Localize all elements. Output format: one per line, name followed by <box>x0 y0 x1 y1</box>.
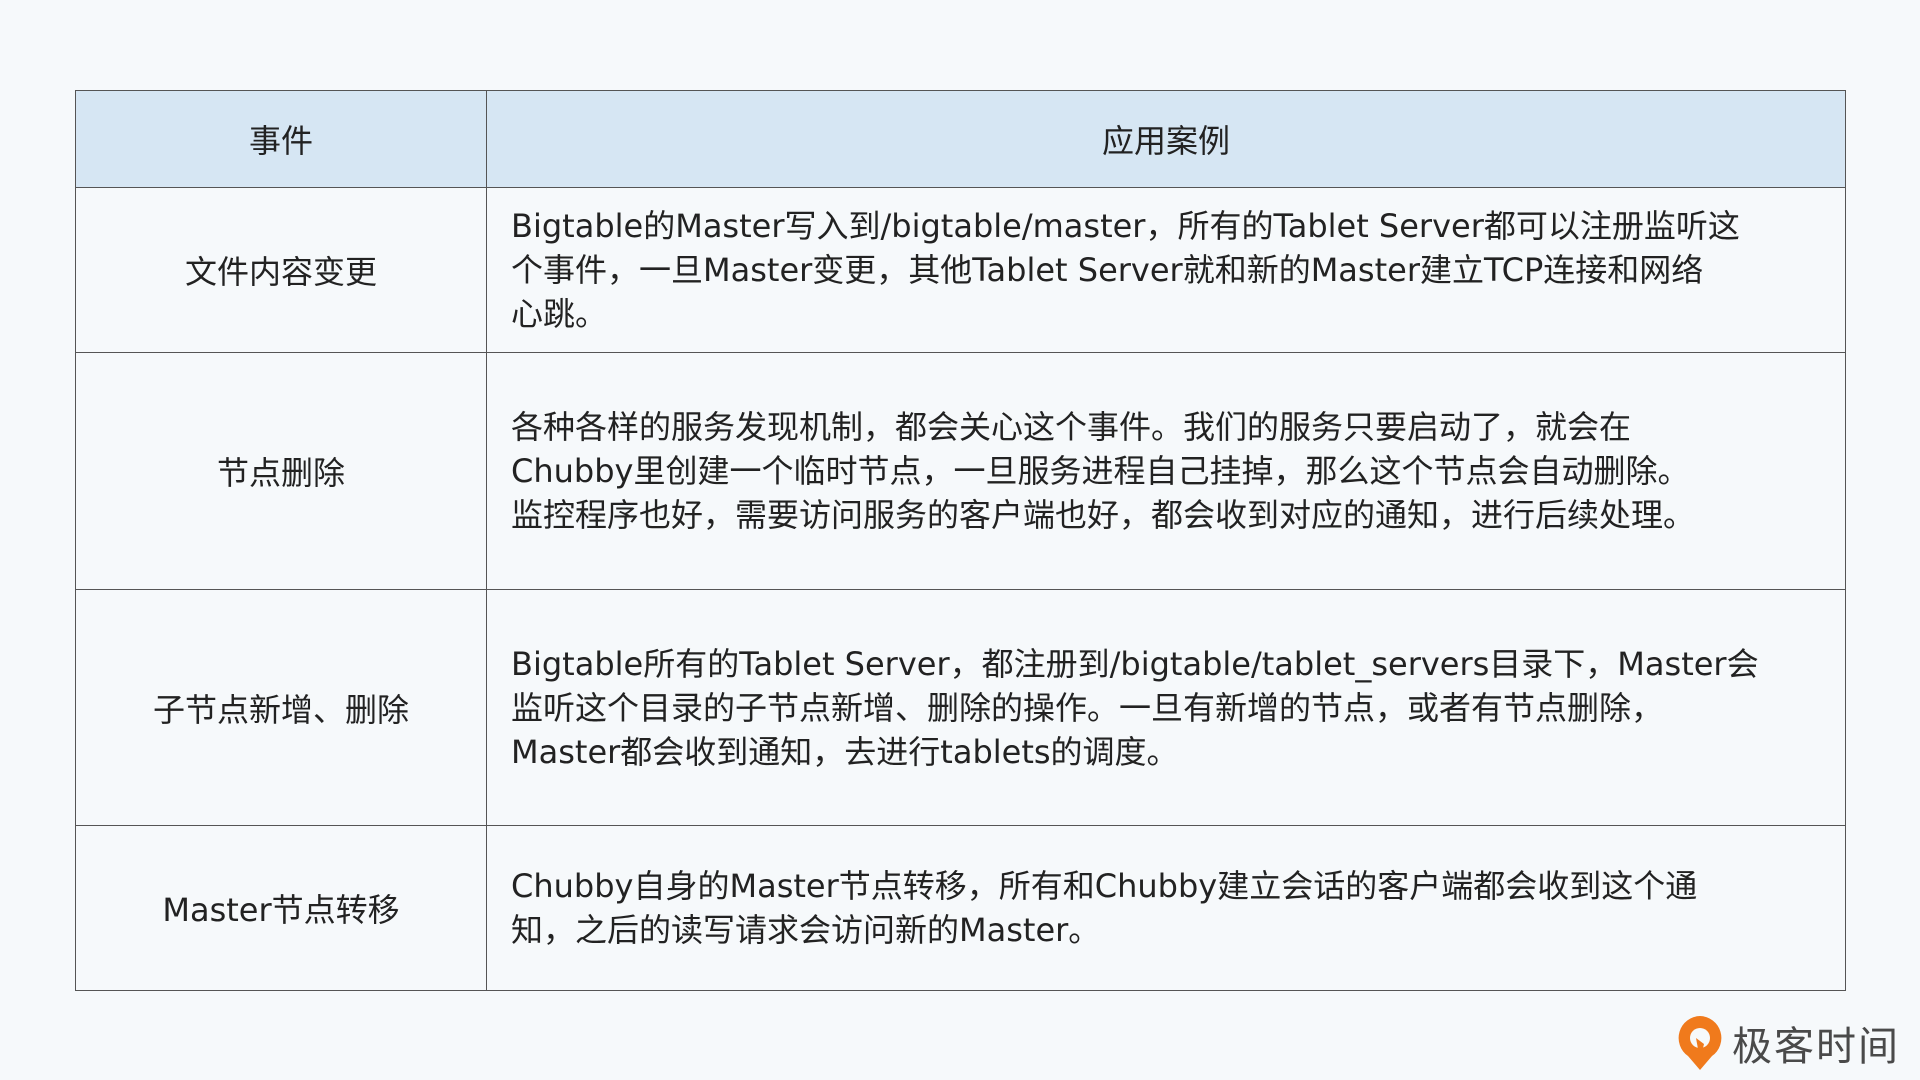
use-case-cell: Chubby自身的Master节点转移，所有和Chubby建立会话的客户端都会收… <box>486 825 1846 991</box>
geektime-logo: 极客时间 <box>1676 1014 1900 1072</box>
text-line: 监控程序也好，需要访问服务的客户端也好，都会收到对应的通知，进行后续处理。 <box>511 496 1696 534</box>
logo-text: 极客时间 <box>1732 1024 1900 1070</box>
text-line: Bigtable的Master写入到/bigtable/master，所有的Ta… <box>511 207 1740 245</box>
use-case-cell: Bigtable所有的Tablet Server，都注册到/bigtable/t… <box>486 589 1846 826</box>
text-line: 监听这个目录的子节点新增、删除的操作。一旦有新增的节点，或者有节点删除， <box>511 688 1664 727</box>
text-line: 各种各样的服务发现机制，都会关心这个事件。我们的服务只要启动了，就会在 <box>511 408 1632 446</box>
event-cell: Master节点转移 <box>75 825 487 991</box>
text-line: Chubby自身的Master节点转移，所有和Chubby建立会话的客户端都会收… <box>511 867 1698 905</box>
text-line: Bigtable所有的Tablet Server，都注册到/bigtable/t… <box>511 644 1759 683</box>
event-cell: 子节点新增、删除 <box>75 589 487 826</box>
use-case-cell: 各种各样的服务发现机制，都会关心这个事件。我们的服务只要启动了，就会在 Chub… <box>486 352 1846 590</box>
table-header-row: 事件 应用案例 <box>75 90 1846 188</box>
table-row: 子节点新增、删除 Bigtable所有的Tablet Server，都注册到/b… <box>75 589 1846 826</box>
header-event: 事件 <box>75 90 487 188</box>
table-row: 文件内容变更 Bigtable的Master写入到/bigtable/maste… <box>75 187 1846 353</box>
events-table: 事件 应用案例 文件内容变更 Bigtable的Master写入到/bigtab… <box>75 90 1846 991</box>
text-line: 个事件，一旦Master变更，其他Tablet Server就和新的Master… <box>511 251 1704 289</box>
logo-pin-icon <box>1678 1016 1722 1070</box>
text-line: Master都会收到通知，去进行tablets的调度。 <box>511 732 1179 771</box>
text-line: 知，之后的读写请求会访问新的Master。 <box>511 911 1101 949</box>
table-row: Master节点转移 Chubby自身的Master节点转移，所有和Chubby… <box>75 825 1846 991</box>
text-line: 心跳。 <box>511 295 608 333</box>
use-case-cell: Bigtable的Master写入到/bigtable/master，所有的Ta… <box>486 187 1846 353</box>
event-cell: 节点删除 <box>75 352 487 590</box>
header-use-case: 应用案例 <box>486 90 1846 188</box>
table-row: 节点删除 各种各样的服务发现机制，都会关心这个事件。我们的服务只要启动了，就会在… <box>75 352 1846 590</box>
event-cell: 文件内容变更 <box>75 187 487 353</box>
text-line: Chubby里创建一个临时节点，一旦服务进程自己挂掉，那么这个节点会自动删除。 <box>511 452 1690 490</box>
